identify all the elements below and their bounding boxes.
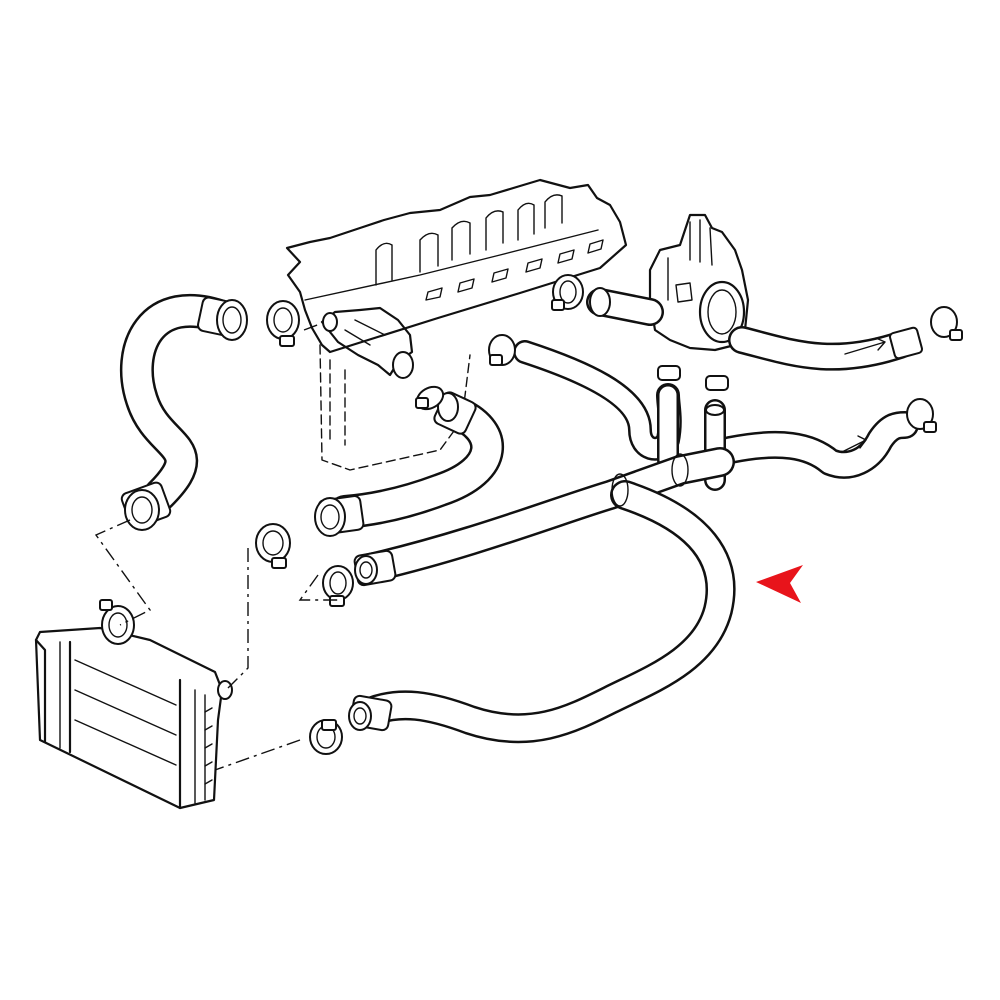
radiator (34, 626, 233, 810)
clamp-upper-left (266, 300, 300, 347)
hose-clamps (99, 274, 963, 755)
clamp-right-top (930, 306, 963, 341)
clamp-radiator-top (99, 599, 135, 645)
thermostat-hose (314, 391, 504, 537)
clamp-right-mid (906, 398, 937, 433)
clamp-throttle-left (551, 274, 584, 311)
leader-lines (94, 323, 340, 771)
upper-radiator-hose (119, 293, 248, 531)
clamp-stub-left (657, 365, 681, 381)
clamp-lower-pipe (322, 565, 354, 607)
clamp-thermostat (415, 385, 445, 411)
clamp-heater-left (488, 334, 516, 366)
red-arrow-pointer (756, 565, 803, 603)
lower-radiator-hose (348, 447, 736, 744)
clamp-mid-left (255, 523, 291, 569)
clamp-stub-right (705, 375, 729, 391)
clamp-bottom (309, 719, 343, 755)
